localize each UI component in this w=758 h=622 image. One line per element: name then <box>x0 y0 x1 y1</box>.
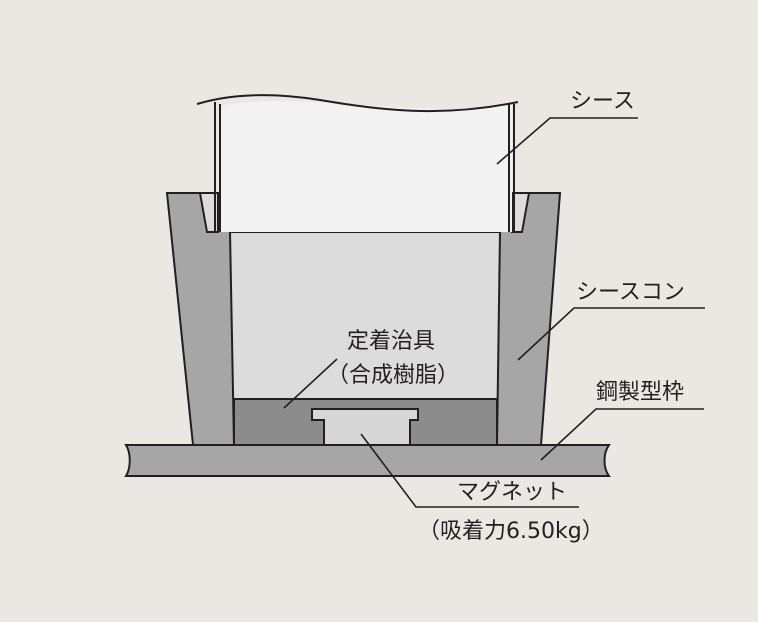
label-jig-title: 定着治具 <box>347 329 435 354</box>
sheath-wall-right <box>508 104 515 232</box>
label-steel-form: 鋼製型枠 <box>596 380 684 405</box>
leader-line-jig <box>283 358 338 409</box>
leader-line-magnet <box>360 433 579 508</box>
label-magnet-title: マグネット <box>457 480 567 505</box>
sheath-cone-pocket-left <box>198 192 219 233</box>
sheath-wall-left <box>214 102 221 232</box>
label-sheath: シース <box>570 89 635 114</box>
magnet <box>311 408 419 446</box>
leader-line-steel-form <box>540 408 704 461</box>
label-jig-material: （合成樹脂） <box>327 363 459 388</box>
sheath-wavy-top <box>196 94 519 113</box>
label-magnet-force: （吸着力6.50kg） <box>418 519 604 544</box>
label-sheath-cone: シースコン <box>576 280 685 305</box>
leader-line-sheath-cone <box>517 307 705 361</box>
leader-line-sheath <box>496 117 638 165</box>
sheath-pipe <box>220 101 512 232</box>
steel-form-plate <box>124 444 611 477</box>
